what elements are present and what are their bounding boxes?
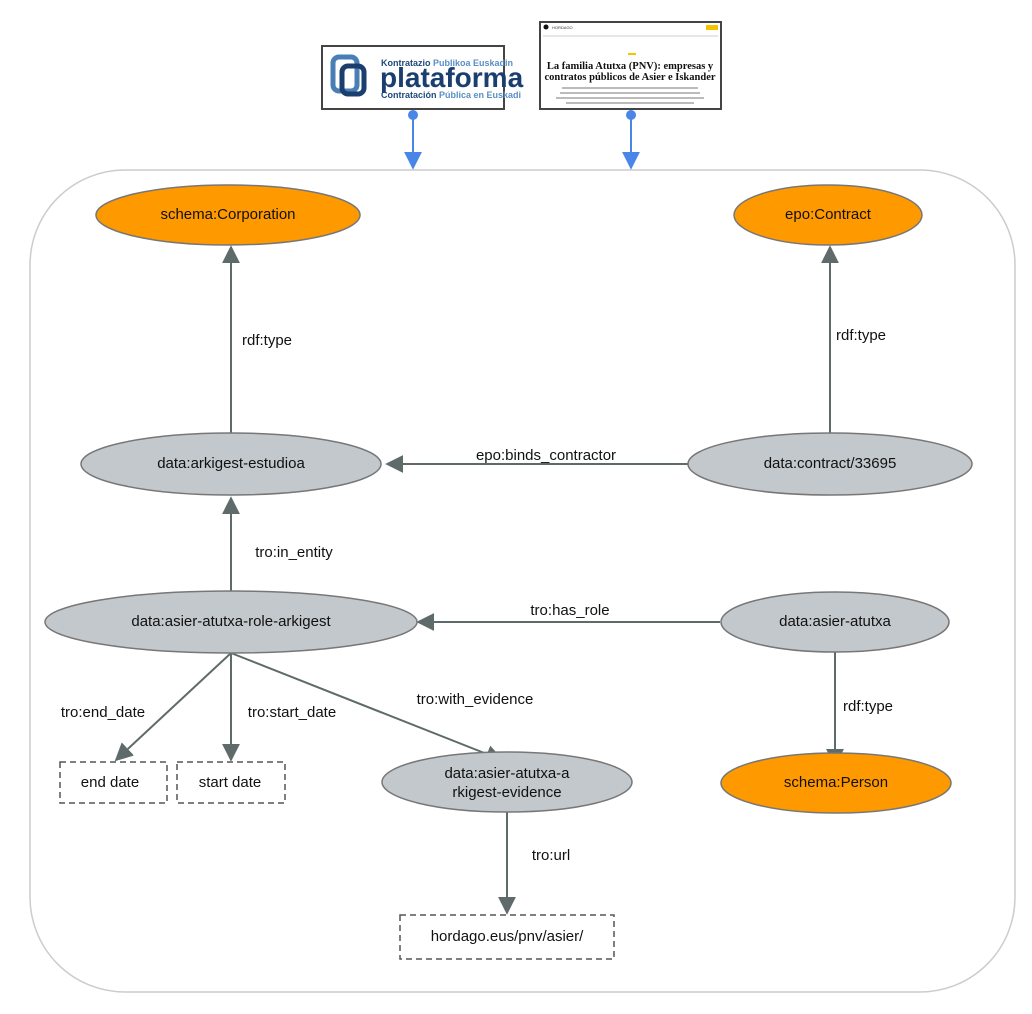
source-arrows — [404, 110, 640, 170]
label-binds-contractor: epo:binds_contractor — [476, 447, 616, 464]
node-evidence-label-line2: rkigest-evidence — [452, 784, 561, 801]
node-end-date[interactable]: end date — [59, 761, 168, 804]
graph-container — [29, 169, 1016, 993]
node-role-label: data:asier-atutxa-role-arkigest — [131, 613, 331, 630]
svg-text:Kontratazio Publikoa Euskadin: Kontratazio Publikoa Euskadin — [381, 58, 513, 68]
node-contract[interactable]: data:contract/33695 — [687, 432, 973, 496]
node-url-label: hordago.eus/pnv/asier/ — [431, 928, 584, 945]
plataforma-brand: plataforma — [380, 62, 524, 93]
label-url: tro:url — [532, 847, 570, 864]
label-person-type: rdf:type — [843, 698, 893, 715]
article-tag — [628, 53, 636, 55]
plataforma-line3-b: Pública en Euskadi — [439, 90, 521, 100]
node-start-date-label: start date — [199, 774, 262, 791]
article-site-icon — [543, 24, 549, 30]
node-evidence-label-line1: data:asier-atutxa-a — [444, 765, 570, 782]
plataforma-line1-b: Publikoa Euskadin — [433, 58, 513, 68]
label-end-date: tro:end_date — [61, 704, 145, 721]
edges — [114, 245, 844, 915]
label-with-evidence: tro:with_evidence — [417, 691, 534, 708]
node-person-class[interactable]: schema:Person — [720, 752, 952, 814]
plataforma-logo-icon — [330, 54, 367, 97]
article-badge — [706, 25, 718, 30]
label-start-date: tro:start_date — [248, 704, 336, 721]
article-body-lines — [556, 87, 704, 104]
node-contract-class-label: epo:Contract — [785, 206, 872, 223]
node-arkigest[interactable]: data:arkigest-estudioa — [80, 432, 382, 496]
article-frame — [539, 21, 722, 110]
article-title-line2: contratos públicos de Asier e Iskander — [544, 72, 715, 83]
edge-end-date — [114, 652, 232, 762]
node-contract-label: data:contract/33695 — [764, 455, 897, 472]
node-evidence[interactable]: data:asier-atutxa-a rkigest-evidence — [381, 751, 633, 813]
node-person[interactable]: data:asier-atutxa — [720, 591, 950, 653]
node-person-class-label: schema:Person — [784, 774, 888, 791]
node-role[interactable]: data:asier-atutxa-role-arkigest — [44, 590, 418, 654]
edge-labels: rdf:type rdf:type epo:binds_contractor t… — [61, 327, 893, 864]
plataforma-arrow-dot — [408, 110, 418, 120]
plataforma-line1-a: Kontratazio — [381, 58, 431, 68]
node-start-date[interactable]: start date — [176, 761, 286, 804]
article-title-line1: La familia Atutxa (PNV): empresas y — [547, 61, 714, 72]
article-site-name: HORDAGO — [552, 25, 573, 30]
node-arkigest-label: data:arkigest-estudioa — [157, 455, 305, 472]
plataforma-source: Kontratazio Publikoa Euskadin plataforma… — [321, 45, 524, 110]
node-corporation-label: schema:Corporation — [160, 206, 295, 223]
node-contract-class[interactable]: epo:Contract — [733, 184, 923, 246]
article-arrow-dot — [626, 110, 636, 120]
label-has-role: tro:has_role — [530, 602, 609, 619]
svg-text:Contratación Pública en Euskad: Contratación Pública en Euskadi — [381, 90, 521, 100]
node-corporation[interactable]: schema:Corporation — [95, 184, 361, 246]
article-source: HORDAGO La familia Atutxa (PNV): empresa… — [539, 21, 722, 110]
plataforma-line3-a: Contratación — [381, 90, 437, 100]
label-arkigest-type: rdf:type — [242, 332, 292, 349]
node-url[interactable]: hordago.eus/pnv/asier/ — [399, 914, 615, 960]
node-end-date-label: end date — [81, 774, 139, 791]
label-contract-type: rdf:type — [836, 327, 886, 344]
node-person-label: data:asier-atutxa — [779, 613, 891, 630]
label-in-entity: tro:in_entity — [255, 544, 333, 561]
edge-with-evidence — [230, 652, 504, 763]
